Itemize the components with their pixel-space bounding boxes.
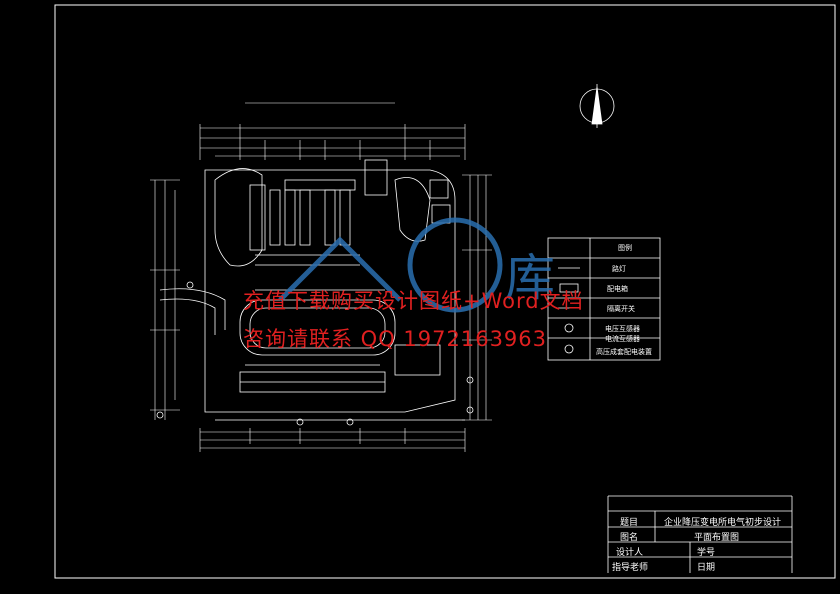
north-arrow-icon — [579, 84, 615, 128]
designer-label: 设计人 — [616, 548, 644, 558]
watermark-logo-char: 库 — [505, 249, 555, 307]
site-plan — [156, 159, 474, 426]
legend-item-2: 配电箱 — [607, 285, 628, 293]
legend-item-4: 电压互感器 — [605, 325, 640, 333]
drawing-name-label: 图名 — [620, 533, 639, 543]
student-id-label: 学号 — [697, 548, 716, 558]
title-block-frame — [607, 495, 793, 573]
top-dimensions — [199, 102, 466, 160]
right-dimensions — [462, 174, 492, 421]
legend-table — [547, 237, 661, 361]
watermark-logo-icon — [278, 217, 503, 313]
legend-header: 图例 — [618, 244, 632, 252]
watermark-line-1: 充值下载购买设计图纸+Word文档 — [243, 289, 584, 313]
title-label: 题目 — [620, 518, 639, 528]
drawing-name-value: 平面布置图 — [694, 533, 740, 543]
bottom-dimensions — [199, 428, 466, 452]
advisor-label: 指导老师 — [612, 563, 649, 573]
legend-item-6: 高压成套配电装置 — [596, 348, 652, 356]
title-value: 企业降压变电所电气初步设计 — [664, 518, 782, 528]
legend-item-5: 电流互感器 — [605, 335, 640, 343]
date-label: 日期 — [697, 563, 716, 573]
legend-item-3: 隔离开关 — [607, 305, 635, 313]
legend-item-1: 路灯 — [612, 265, 626, 273]
watermark-line-2: 咨询请联系 QQ 1972163963 — [243, 327, 548, 351]
left-dimensions — [150, 179, 180, 420]
sheet-frame — [54, 4, 836, 579]
